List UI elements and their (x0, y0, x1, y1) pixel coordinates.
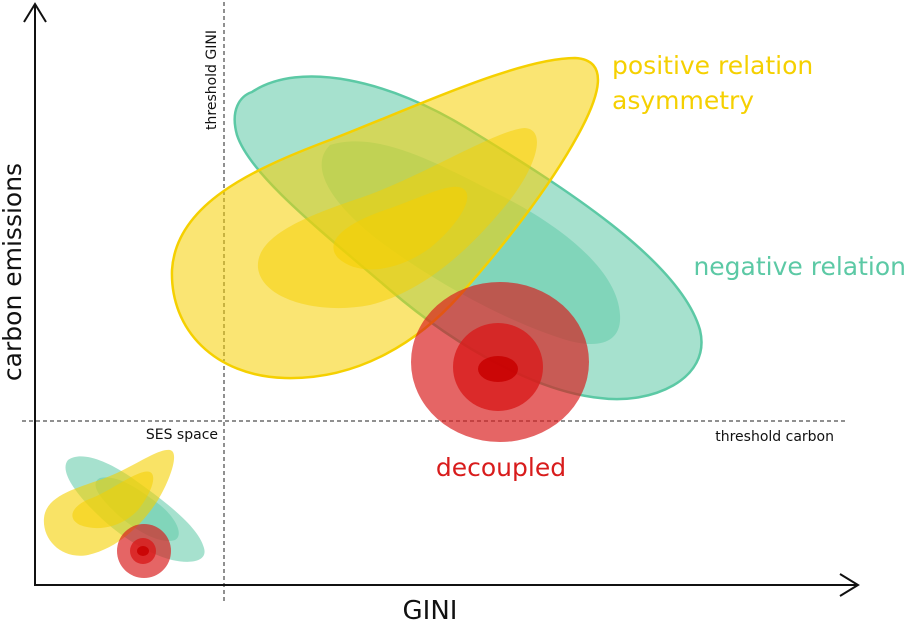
asymmetry-label: asymmetry (612, 86, 754, 115)
threshold-carbon-label: threshold carbon (715, 429, 834, 445)
positive-relation-label: positive relation (612, 51, 813, 80)
ses-space-label: SES space (146, 427, 218, 443)
negative-relation-label: negative relation (693, 252, 906, 281)
threshold-gini-label: threshold GINI (204, 30, 220, 130)
positive-relation-region (170, 56, 600, 380)
decoupled-label: decoupled (436, 453, 566, 482)
axes (23, 2, 860, 597)
x-axis-arrow-icon (839, 573, 860, 597)
decoupled-region (411, 282, 589, 442)
y-axis-arrow-icon (23, 2, 47, 23)
y-axis-label: carbon emissions (0, 163, 27, 381)
x-axis-label: GINI (403, 596, 458, 622)
ses-space-inset (43, 449, 205, 578)
